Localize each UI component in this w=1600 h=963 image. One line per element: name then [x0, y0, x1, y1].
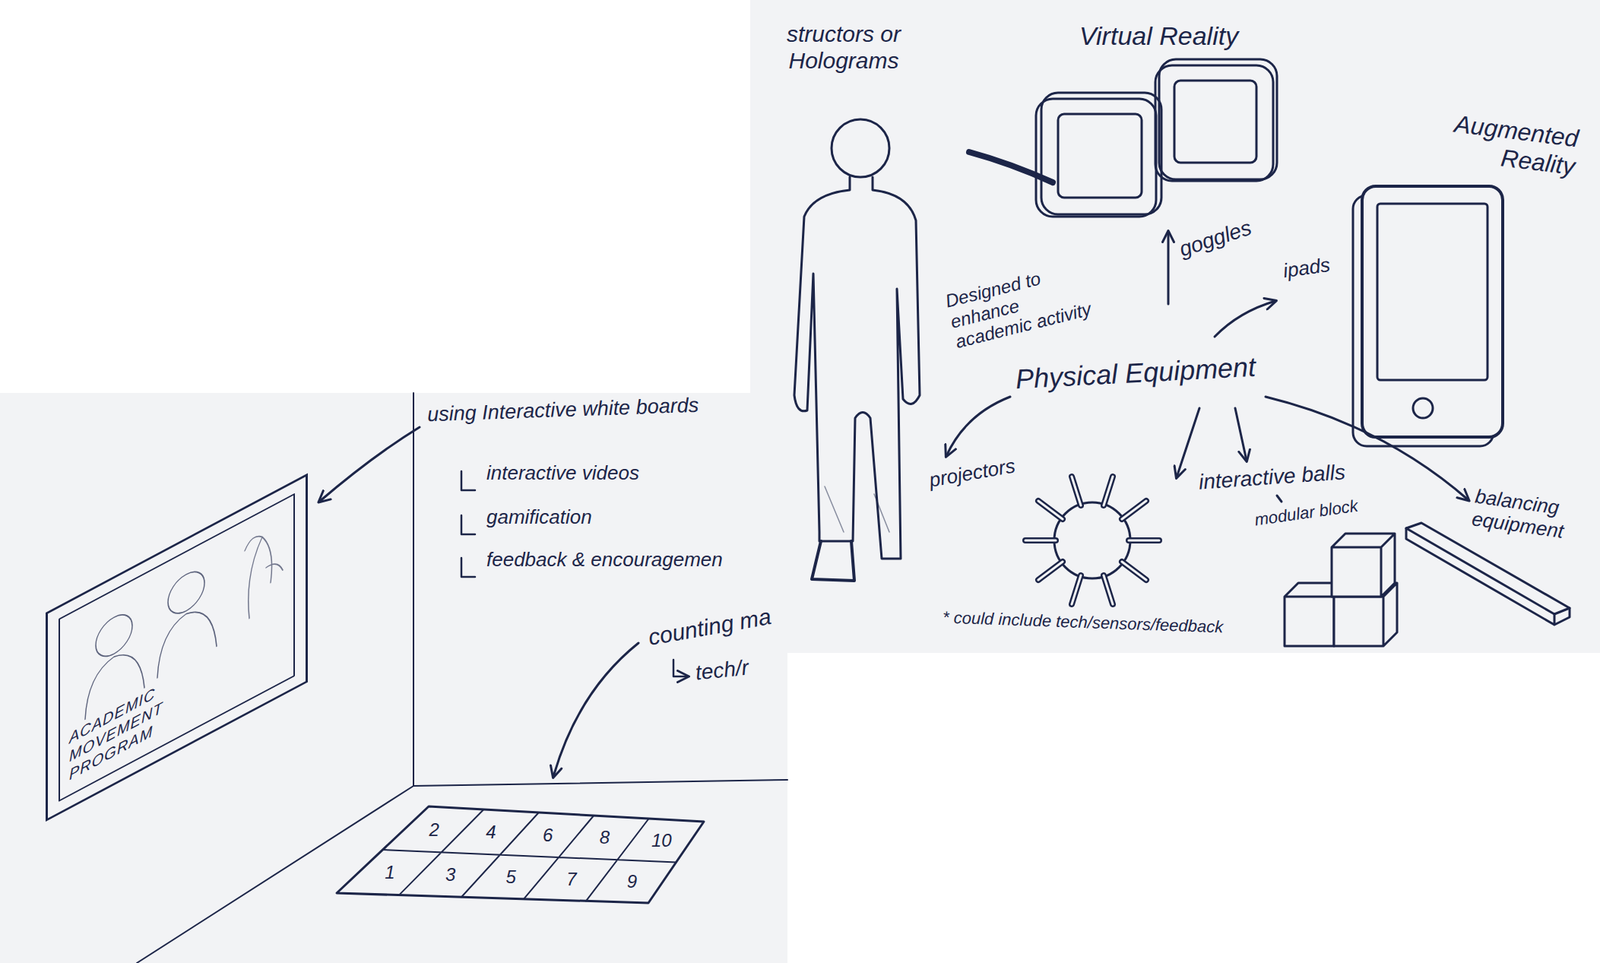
- leader-arrow: [1235, 408, 1247, 461]
- modular-blocks: [1284, 533, 1398, 647]
- ball-spike-hollow: [1025, 476, 1160, 605]
- heading-label: Augmented Reality: [1395, 103, 1580, 181]
- mat-grid: [383, 809, 677, 901]
- bullet-hook: [461, 515, 476, 535]
- mat-number: 8: [599, 826, 610, 849]
- goggles-lens: [1058, 114, 1142, 198]
- heading-label: counting ma: [646, 603, 774, 651]
- bullet-hook: [461, 557, 476, 577]
- figure-body: [794, 177, 920, 559]
- leader-arrow: [1167, 231, 1170, 305]
- tablet-button: [1413, 398, 1433, 419]
- leader-arrow: [1214, 300, 1276, 337]
- note-label: * could include tech/sensors/feedback: [942, 608, 1224, 637]
- item-label: projectors: [927, 454, 1018, 492]
- hub-label: Physical Equipment: [1014, 351, 1257, 396]
- bullet-label: interactive videos: [486, 462, 640, 485]
- sketch-panel: [750, 0, 1600, 653]
- item-label: ipads: [1281, 253, 1332, 283]
- tablet-body: [1362, 186, 1503, 438]
- bullet-hook: [461, 471, 476, 491]
- goggles-lens: [1174, 80, 1257, 163]
- bullet-label: tech/r: [694, 655, 751, 685]
- figure-foot: [811, 541, 855, 581]
- item-label: goggles: [1175, 215, 1255, 263]
- note-label: Designed to enhance academic activity: [943, 254, 1106, 353]
- goggles-lens-frame: [1036, 98, 1157, 217]
- heading-label: using Interactive white boards: [427, 393, 700, 427]
- counting-mat: [336, 806, 704, 903]
- leader-arrow: [319, 427, 420, 502]
- whiteboard-box: ACADEMIC MOVEMENT PROGRAM: [45, 473, 308, 822]
- mat-number: 4: [485, 821, 496, 843]
- item-label: interactive balls: [1197, 459, 1347, 495]
- tablet-screen: [1377, 203, 1488, 381]
- ball-spike: [1025, 476, 1160, 605]
- figure-shading: [824, 486, 890, 533]
- interactive-ball: [1054, 502, 1131, 579]
- mat-number: 6: [542, 824, 553, 846]
- item-label: modular block: [1253, 496, 1360, 530]
- sketch-panel: [0, 392, 788, 963]
- mat-number: 3: [445, 864, 456, 886]
- figure-label: structors or Holograms: [752, 21, 935, 74]
- board-figure-body: [157, 597, 217, 678]
- mat-number: 5: [506, 866, 517, 888]
- ball-spikes: [1025, 476, 1160, 605]
- goggles-lens-frame: [1159, 59, 1277, 180]
- mat-number: 7: [566, 868, 577, 891]
- leader-arrow: [1176, 408, 1200, 478]
- whiteboard-inner-frame: [59, 494, 295, 801]
- heading-label: Virtual Reality: [1079, 21, 1239, 51]
- goggles-lens-frame: [1041, 92, 1162, 215]
- leader-arrow: [946, 396, 1011, 457]
- balance-beam-side: [1406, 528, 1570, 625]
- item-label: balancing equipment: [1470, 485, 1583, 546]
- bullet-label: feedback & encouragemen: [486, 548, 723, 572]
- figure-head: [831, 119, 890, 178]
- goggles-lens-frame: [1155, 65, 1274, 181]
- mat-number: 9: [627, 871, 637, 893]
- whiteboard-drawing: [59, 494, 295, 801]
- board-figure-sketch: [244, 522, 283, 621]
- mat-number: 1: [384, 861, 395, 884]
- mat-number: 10: [651, 830, 672, 852]
- bullet-arrow: [673, 659, 688, 677]
- room-corner: [136, 392, 788, 963]
- cube: [1331, 533, 1395, 597]
- bullet-label: gamification: [486, 506, 593, 530]
- leader-line: [1276, 495, 1282, 502]
- leader-arrow: [553, 643, 639, 777]
- whiteboard-title: ACADEMIC MOVEMENT PROGRAM: [69, 632, 252, 785]
- mat-number: 2: [428, 819, 439, 841]
